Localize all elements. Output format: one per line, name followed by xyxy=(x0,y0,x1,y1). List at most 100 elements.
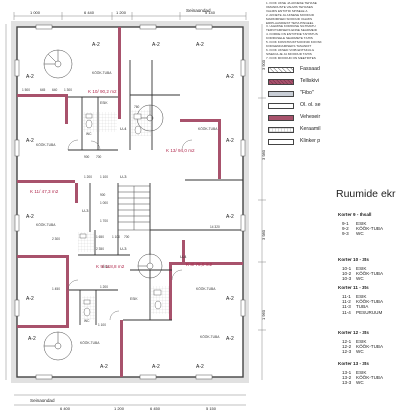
room-label: WC xyxy=(356,380,364,386)
room-code: A-2 xyxy=(196,364,204,370)
schedule-apartment-title: Korter 12 - 3ts xyxy=(338,330,369,335)
legend-swatch xyxy=(268,115,294,121)
note-line: SISEKÜLJE JA MÕÕDUD TÄHIS xyxy=(266,52,312,56)
room-code: A-2 xyxy=(26,296,34,302)
room-name: ESIK xyxy=(100,101,108,105)
plan-labels: Seinaondad Seinaondad 1 000 6 440 1 200 … xyxy=(22,8,266,411)
legend-label: "Fibo" xyxy=(300,90,314,96)
unit-tag: U-3 xyxy=(82,208,89,213)
room-label: KÖÖK-TUBA xyxy=(356,271,384,277)
schedule-room: 11-1 ESIK xyxy=(342,294,366,299)
dim-label: 3 980 xyxy=(261,149,266,160)
room-code: A-2 xyxy=(226,296,234,302)
room-name: KÖÖK-TUBA xyxy=(198,127,218,131)
schedule-apartment-title: Korter 13 - 3ts xyxy=(338,361,369,366)
room-number: 12-3 xyxy=(342,349,352,355)
dim-label: 1 000 xyxy=(100,201,108,205)
top-street-label: Seinaondad xyxy=(186,8,211,13)
legend-item: Klinker p xyxy=(268,138,400,147)
room-label: KÖÖK-TUBA xyxy=(356,299,384,305)
dim-label: 700 xyxy=(124,235,130,239)
room-number: 9-3 xyxy=(342,231,349,237)
dim-label: 1 650 xyxy=(96,235,104,239)
dim-label: 5 140 xyxy=(205,10,216,15)
schedule-apartment-title: Korter 11 - 3ts xyxy=(338,285,369,290)
schedule-room: 12-1 ESIK xyxy=(342,339,366,344)
schedule-apartment-title: Korter 10 - 3ts xyxy=(338,257,369,262)
dim-label: 1 100 xyxy=(112,235,120,239)
dim-label: 5 150 xyxy=(206,406,217,411)
room-label: ESIK xyxy=(356,339,367,344)
dim-label: 1 700 xyxy=(100,219,108,223)
legend-item: Fassaad xyxy=(268,66,400,75)
room-number: 12-1 xyxy=(342,339,352,344)
room-code: A-2 xyxy=(226,336,234,342)
room-name: ESIK xyxy=(130,297,138,301)
room-name: KÖÖK-TUBA xyxy=(196,287,216,291)
room-number: 11-2 xyxy=(342,299,351,305)
room-code: A-2 xyxy=(100,364,108,370)
room-number: 9-1 xyxy=(342,221,349,226)
dim-label: 1 000 xyxy=(30,10,41,15)
dim-label: 2 350 xyxy=(96,247,104,251)
dim-label: 14 320 xyxy=(210,225,220,229)
schedule-apartment-title: Korter 9 - Ihsall xyxy=(338,212,372,217)
dim-label: 1 200 xyxy=(116,10,127,15)
unit-tag: U-4 xyxy=(120,126,127,131)
room-code: A-2 xyxy=(28,336,36,342)
note-line: 6. KÕIK UKSED VÕIB ENTSKÜLG xyxy=(266,48,315,52)
note-line: 4. KORDE ON ENTIITIDE TÄHISTUS xyxy=(266,33,318,37)
room-number: 11-1 xyxy=(342,294,351,299)
room-code: A-2 xyxy=(226,214,234,220)
note-line: MÄRKIMISED SOODUD VALMIS xyxy=(266,17,313,21)
room-label: ESIK xyxy=(356,294,367,299)
apartment-walls xyxy=(17,27,243,377)
general-notes: 1. KOIK UKSE JA AKNESE TEHASE OMANDUSTE … xyxy=(266,2,400,61)
legend-label: Keraamil xyxy=(300,126,321,132)
legend-item: Veheseir xyxy=(268,114,400,123)
bottom-street-label: Seinaondad xyxy=(30,398,55,403)
room-name: KÖÖK-TUBA xyxy=(80,341,100,345)
apartment-label: K 9/ 118,8 m2 xyxy=(96,264,125,269)
note-line: 5. KÕIK KONSTRUKTSIOONID KOOSK xyxy=(266,41,322,45)
room-number: 13-2 xyxy=(342,375,352,381)
dim-label: 6 440 xyxy=(84,10,95,15)
dim-label: 1 200 xyxy=(114,406,125,411)
dim-label: 3 980 xyxy=(261,229,266,240)
room-label: KÖÖK-TUBA xyxy=(356,375,384,381)
note-line: VALMIS ENTIITID SPISELE A xyxy=(266,9,308,13)
dim-label: 1 450 xyxy=(52,287,60,291)
note-line: OMANDUSTE VALMIS TEHASES xyxy=(266,5,313,9)
dim-label: 1 500 xyxy=(22,88,30,92)
legend-swatch xyxy=(268,103,294,109)
room-name: KÖÖK-TUBA xyxy=(200,335,220,339)
dim-label: 6 400 xyxy=(60,406,71,411)
floor-plan: Seinaondad Seinaondad 1 000 6 440 1 200 … xyxy=(5,8,266,411)
dim-label: 1 100 xyxy=(98,323,106,327)
note-line: 2. AKNETE JA AKNESE MÖÖDUD xyxy=(266,13,315,17)
note-line: 3. ÜLEMISE KORRUSE SILTIMATU xyxy=(266,25,316,29)
note-line: 1. KOIK UKSE JA AKNESE TEHASE xyxy=(266,2,317,5)
schedule-room: 11-2 KÖÖK-TUBA xyxy=(342,299,383,304)
room-name: ESIK xyxy=(102,265,110,269)
room-number: 13-1 xyxy=(342,370,352,375)
dim-label: 1 200 xyxy=(100,285,108,289)
room-code: A-2 xyxy=(152,42,160,48)
door-swings xyxy=(67,139,193,321)
note-line: ERIPLAANIDEST TEHA PINGEEL xyxy=(266,21,314,25)
room-name: KÖÖK-TUBA xyxy=(36,143,56,147)
dim-label: 645 xyxy=(40,88,46,92)
fixtures xyxy=(79,113,162,317)
schedule-title: Ruumide ekr xyxy=(336,188,396,200)
dim-label: 640 xyxy=(52,88,58,92)
room-label: KÖÖK-TUBA xyxy=(356,226,384,232)
